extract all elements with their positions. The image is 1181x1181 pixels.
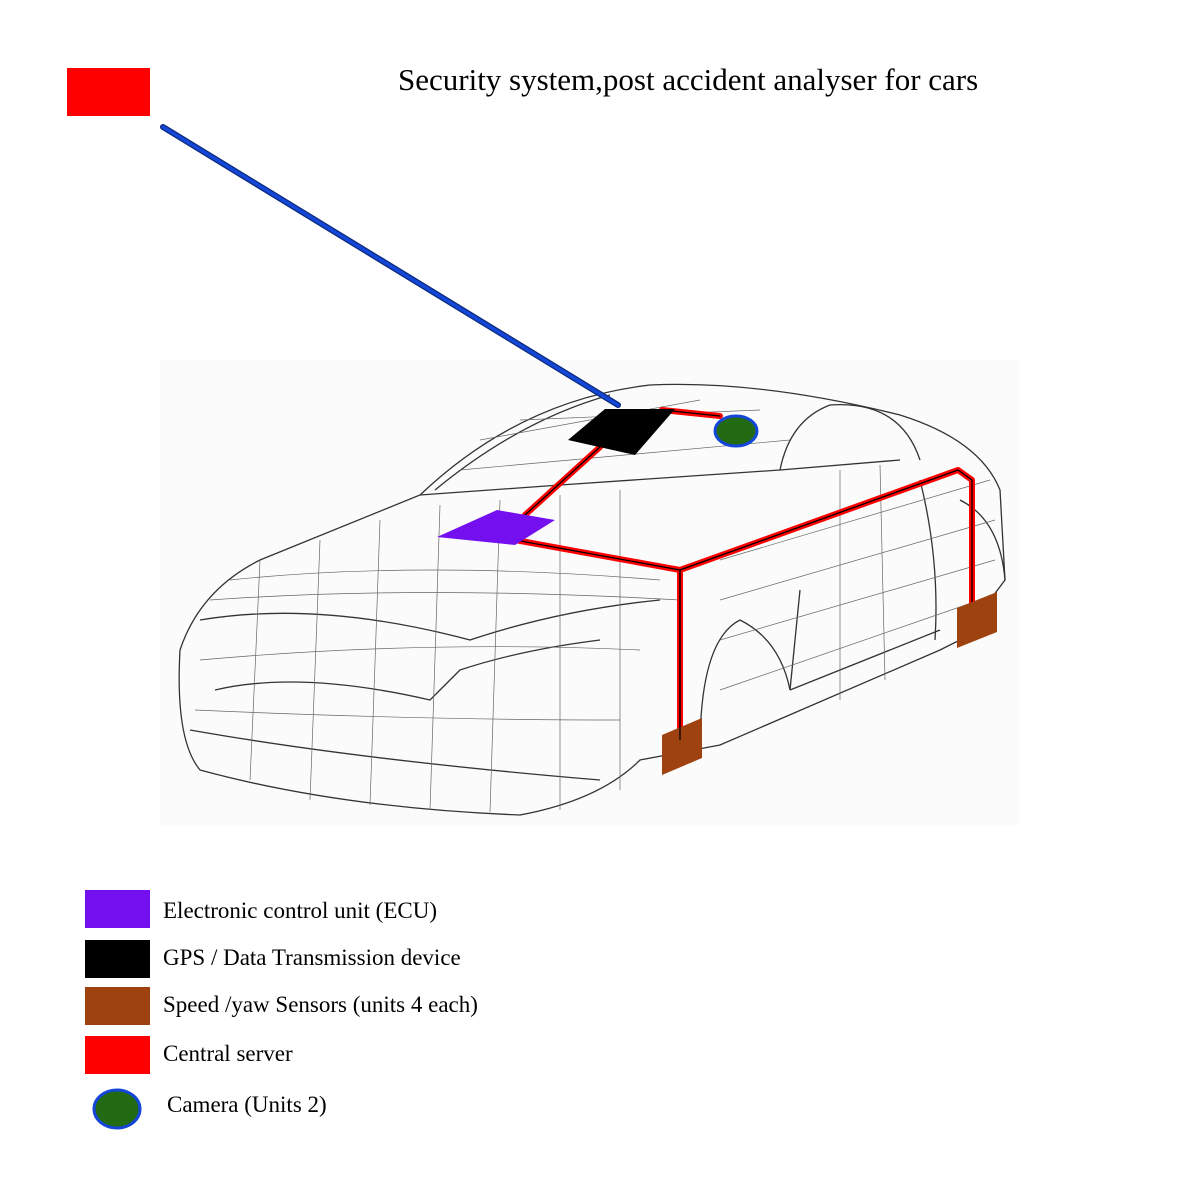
sensor-swatch [85, 987, 150, 1025]
legend-ecu: Electronic control unit (ECU) [163, 898, 438, 923]
sensor-rear [957, 592, 997, 648]
legend-server: Central server [163, 1041, 293, 1066]
server-link-line [161, 125, 620, 407]
sensor-front [662, 718, 702, 775]
diagram-title: Security system,post accident analyser f… [398, 62, 979, 97]
ecu-unit [437, 510, 555, 545]
server-swatch [85, 1036, 150, 1074]
legend-gps: GPS / Data Transmission device [163, 945, 461, 970]
gps-device [568, 409, 675, 455]
central-server-block [67, 68, 150, 116]
legend-sensors: Speed /yaw Sensors (units 4 each) [163, 992, 478, 1017]
gps-swatch [85, 940, 150, 978]
ecu-swatch [85, 890, 150, 928]
camera-swatch [92, 1088, 142, 1130]
camera-unit [713, 414, 759, 448]
legend-camera: Camera (Units 2) [167, 1092, 327, 1117]
